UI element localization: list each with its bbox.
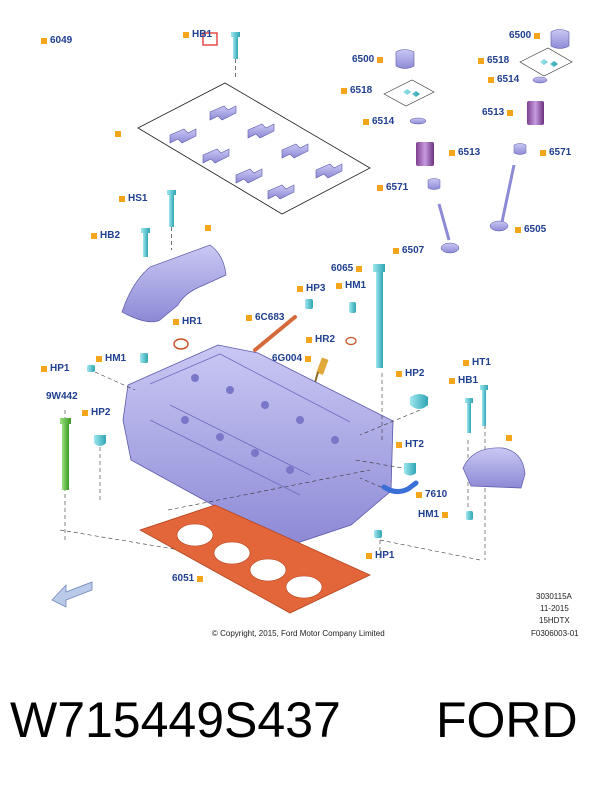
plug-hp3: [305, 299, 313, 309]
stud-9w442: [60, 418, 71, 490]
callout-6c683: 6C683: [243, 312, 284, 324]
callout-hp2-a: HP2: [79, 407, 110, 419]
callout-6514-left: 6514: [360, 116, 394, 128]
oring-hr2: [345, 336, 357, 346]
diagram-code-3: 15HDTX: [539, 616, 570, 625]
callout-hp1-b: HP1: [363, 550, 394, 562]
callout-6g004: 6G004: [272, 353, 314, 365]
plug-hm1-b: [140, 353, 148, 363]
valve-train-right: [489, 29, 573, 232]
callout-hb1-right: HB1: [446, 375, 478, 387]
callout-hb1-top: HB1: [180, 29, 212, 41]
callout-6507: 6507: [390, 245, 424, 257]
oring-hr1: [173, 338, 189, 350]
cylinder-head: [122, 344, 394, 546]
bracket-part: [462, 447, 526, 489]
callout-hr1: HR1: [170, 316, 202, 328]
callout-6571-right: 6571: [537, 147, 571, 159]
callout-hp3: HP3: [294, 283, 325, 295]
diagram-code-4: F0306003-01: [531, 629, 579, 638]
valve-train-left: [383, 49, 460, 254]
front-cover-part: [121, 244, 227, 323]
bolts-ht1-hb1: [465, 385, 488, 433]
callout-hp1-a: HP1: [38, 363, 69, 375]
hose-7610: [381, 480, 419, 495]
diagram-code-1: 3030115A: [536, 592, 572, 601]
brand-name: FORD: [436, 692, 578, 748]
bolt-hs1: [167, 190, 176, 250]
plug-hp2-a: [94, 435, 106, 446]
plug-ht2: [404, 463, 416, 476]
plug-hp1-b: [374, 530, 382, 538]
plug-hm1-a: [349, 302, 356, 313]
callout-7610: 7610: [413, 489, 447, 501]
callout-ht1: HT1: [460, 357, 491, 369]
callout-blank-cover: [202, 225, 214, 231]
callout-6514-right: 6514: [485, 74, 519, 86]
callout-blank-cap: [112, 131, 124, 137]
bolt-hb2: [141, 228, 150, 257]
sensor-6g004: [313, 357, 329, 387]
callout-6513-right: 6513: [482, 107, 516, 119]
plug-hp1-a: [87, 365, 95, 372]
camshaft-caps-group: [137, 82, 371, 215]
highlight-box: [202, 32, 218, 46]
callout-9w442: 9W442: [46, 391, 78, 402]
callout-6500-left: 6500: [352, 54, 386, 66]
diagram-code-2: 11-2015: [540, 604, 569, 613]
callout-hm1-c: HM1: [418, 509, 451, 521]
tube-6c683: [253, 315, 297, 352]
cylinder-head-exploded-diagram: [51, 29, 573, 614]
callout-hp2-b: HP2: [393, 368, 424, 380]
callout-6518-right: 6518: [475, 55, 509, 67]
plug-hp2-b: [410, 394, 428, 409]
callout-hb2: HB2: [88, 230, 120, 242]
callout-blank-bracket: [503, 435, 515, 441]
callout-6065: 6065: [331, 263, 365, 275]
callout-6500-right: 6500: [509, 30, 543, 42]
bolt-hb1-top: [231, 32, 240, 80]
callout-hs1: HS1: [116, 193, 147, 205]
bolt-6065: [373, 264, 385, 368]
callout-6571-left: 6571: [374, 182, 408, 194]
callout-6505: 6505: [512, 224, 546, 236]
plug-hm1-c: [466, 511, 473, 520]
part-number: W715449S437: [10, 692, 341, 748]
head-gasket-6051: [139, 504, 371, 614]
front-direction-arrow: [51, 581, 93, 608]
callout-hm1-a: HM1: [333, 280, 366, 292]
callout-6049: 6049: [38, 35, 72, 47]
callout-6513-left: 6513: [446, 147, 480, 159]
callout-6518-left: 6518: [338, 85, 372, 97]
callout-hm1-b: HM1: [93, 353, 126, 365]
callout-ht2: HT2: [393, 439, 424, 451]
callout-hr2: HR2: [303, 334, 335, 346]
copyright: © Copyright, 2015, Ford Motor Company Li…: [212, 629, 385, 638]
callout-6051: 6051: [172, 573, 206, 585]
